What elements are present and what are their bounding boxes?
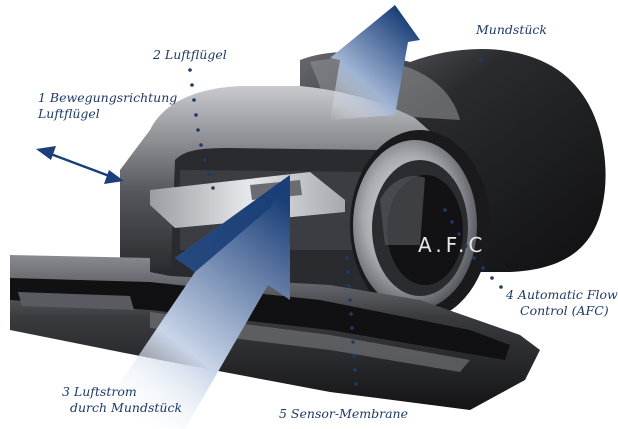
leader-line-sensor <box>345 256 358 386</box>
label-airflow-line1: 3 Luftstrom <box>62 384 137 399</box>
label-mouthpiece: Mundstück <box>476 22 547 37</box>
label-afc-line1: 4 Automatic Flow <box>506 287 618 302</box>
label-afc: 4 Automatic Flow Control (AFC) <box>506 287 618 319</box>
label-movement-direction: 1 Bewegungsrichtung Luftflügel <box>38 90 177 122</box>
label-afc-line2: Control (AFC) <box>520 303 609 318</box>
afc-ring <box>350 130 490 320</box>
leader-line-air-vane <box>188 68 215 190</box>
exit-airflow-arrow <box>330 5 420 120</box>
airflow-arrow <box>95 175 290 429</box>
label-air-vane: 2 Luftflügel <box>153 47 227 62</box>
label-movement-line1: 1 Bewegungsrichtung <box>38 90 178 105</box>
label-sensor-membrane: 5 Sensor-Membrane <box>279 406 409 421</box>
airflow-arrow-edge <box>175 175 290 272</box>
label-airflow: 3 Luftstrom durch Mundstück <box>62 384 182 416</box>
afc-device-text: A.F.C <box>418 233 486 257</box>
movement-direction-arrow <box>36 146 124 184</box>
leader-line-afc <box>443 208 503 289</box>
label-airflow-line2: durch Mundstück <box>70 400 183 415</box>
label-movement-line2: Luftflügel <box>38 106 100 121</box>
leader-line-mouthpiece <box>479 58 483 62</box>
